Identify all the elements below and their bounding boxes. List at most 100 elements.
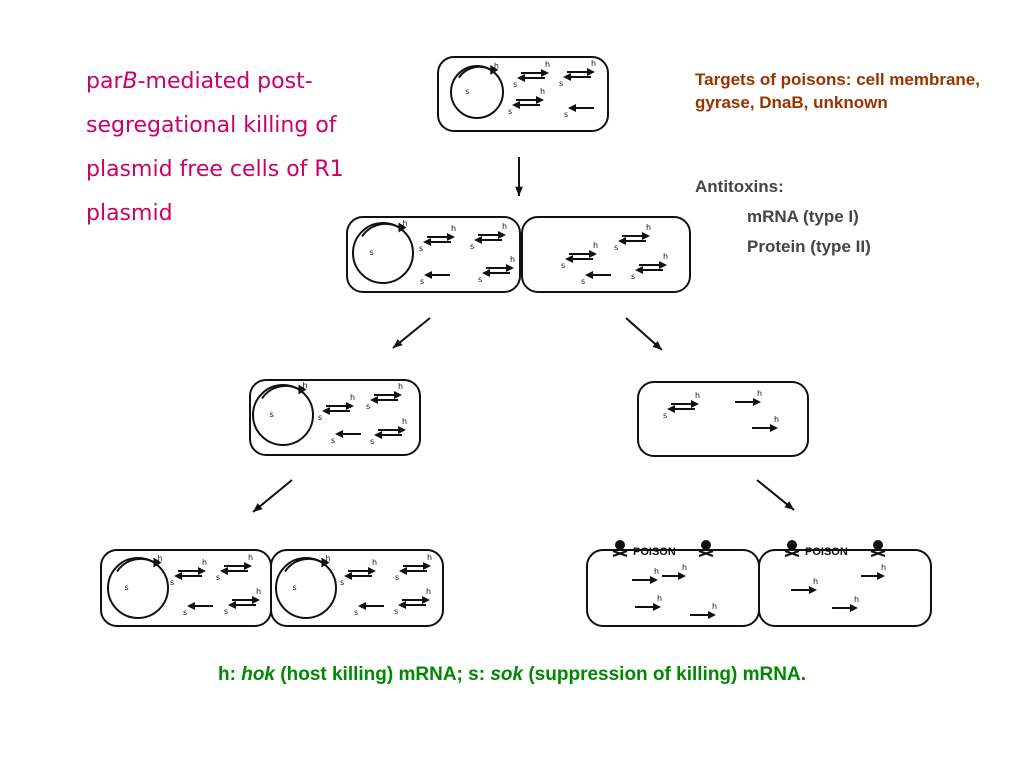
sok-s-label: s <box>340 578 344 587</box>
sok-s-label: s <box>564 110 568 119</box>
hok-arrowhead <box>653 603 661 611</box>
plasmid-arrowhead <box>490 64 499 75</box>
sok-s-label: s <box>395 573 399 582</box>
hok-arrowhead <box>877 572 885 580</box>
sok-arrowhead <box>618 237 626 245</box>
plasmid-circle <box>352 222 414 284</box>
crossbone-icon <box>870 550 886 557</box>
sok-s-label: s <box>366 402 370 411</box>
hok-h-label: h <box>256 587 261 596</box>
sok-s-label: s <box>559 79 563 88</box>
skull-icon <box>873 540 883 550</box>
cell-outline <box>249 379 421 456</box>
plasmid-arrowhead <box>153 557 162 568</box>
cell-outline <box>346 216 521 293</box>
caption-sok-desc: (suppression of killing) mRNA. <box>523 664 806 685</box>
plasmid-h-label: h <box>158 554 163 563</box>
hok-arrowhead <box>346 402 354 410</box>
hok-arrowhead <box>659 261 667 269</box>
hok-arrowhead <box>678 572 686 580</box>
plasmid-h-label: h <box>403 219 408 228</box>
antitoxin-type-2: Protein (type II) <box>747 237 871 256</box>
sok-arrowhead <box>667 405 675 413</box>
sok-s-label: s <box>170 578 174 587</box>
hok-h-label: h <box>372 558 377 567</box>
sok-arrowhead <box>423 238 431 246</box>
plasmid-h-label: h <box>303 381 308 390</box>
hok-arrowhead <box>642 232 650 240</box>
lineage-arrowhead <box>652 340 662 350</box>
sok-arrowhead <box>228 601 236 609</box>
sok-arrowhead <box>424 271 432 279</box>
plasmid-s-label: s <box>370 248 374 257</box>
hok-h-label: h <box>657 594 662 603</box>
sok-s-label: s <box>478 275 482 284</box>
plasmid-s-label: s <box>125 583 129 592</box>
hok-arrowhead <box>498 231 506 239</box>
sok-arrowhead <box>565 255 573 263</box>
sok-arrowhead <box>358 602 366 610</box>
plasmid-transcript <box>284 557 323 573</box>
sok-arrowhead <box>322 407 330 415</box>
hok-h-label: h <box>591 59 596 68</box>
cell-outline <box>521 216 691 293</box>
sok-arrowhead <box>398 601 406 609</box>
hok-arrowhead <box>809 586 817 594</box>
lineage-arrowhead <box>253 503 263 512</box>
sok-arrowhead <box>512 101 520 109</box>
hok-h-label: h <box>540 87 545 96</box>
hok-h-label: h <box>545 60 550 69</box>
hok-arrowhead <box>244 562 252 570</box>
hok-h-label: h <box>427 553 432 562</box>
hok-h-label: h <box>502 222 507 231</box>
sok-s-label: s <box>183 608 187 617</box>
sok-s-label: s <box>370 437 374 446</box>
poison-label-left: POISON <box>633 546 676 558</box>
hok-arrowhead <box>541 69 549 77</box>
sok-arrowhead <box>563 73 571 81</box>
hok-h-label: h <box>510 255 515 264</box>
sok-arrowhead <box>635 266 643 274</box>
sok-arrowhead <box>568 104 576 112</box>
sok-arrowhead <box>344 572 352 580</box>
crossbone-icon <box>784 550 800 557</box>
hok-h-label: h <box>757 389 762 398</box>
hok-arrowhead <box>650 576 658 584</box>
sok-arrowhead <box>187 602 195 610</box>
hok-h-label: h <box>663 252 668 261</box>
sok-arrowhead <box>220 567 228 575</box>
poison-label-right: POISON <box>805 546 848 558</box>
hok-h-label: h <box>593 241 598 250</box>
sok-s-label: s <box>419 244 423 253</box>
hok-arrowhead <box>589 250 597 258</box>
hok-h-label: h <box>646 223 651 232</box>
hok-arrowhead <box>252 596 260 604</box>
sok-arrowhead <box>585 271 593 279</box>
plasmid-h-label: h <box>494 62 499 71</box>
antitoxins-heading: Antitoxins: <box>695 177 784 196</box>
hok-h-label: h <box>774 415 779 424</box>
crossbone-icon <box>612 550 628 557</box>
plasmid-arrowhead <box>298 384 307 395</box>
plasmid-circle <box>107 557 169 619</box>
sok-arrowhead <box>482 269 490 277</box>
hok-arrowhead <box>691 400 699 408</box>
plasmid-s-label: s <box>465 87 469 96</box>
lineage-arrowhead <box>784 501 794 510</box>
caption-hok: hok <box>241 664 275 685</box>
plasmid-arrowhead <box>398 222 407 233</box>
sok-arrowhead <box>374 431 382 439</box>
hok-h-label: h <box>682 563 687 572</box>
plasmid-s-label: s <box>270 410 274 419</box>
title-italic: B <box>122 69 138 94</box>
title-rest: -mediated post-segregational killing of … <box>86 69 344 226</box>
hok-arrowhead <box>753 398 761 406</box>
sok-s-label: s <box>631 272 635 281</box>
lineage-arrowhead <box>515 186 523 196</box>
hok-h-label: h <box>854 595 859 604</box>
hok-h-label: h <box>202 558 207 567</box>
caption-h-prefix: h: <box>218 664 242 685</box>
hok-h-label: h <box>654 567 659 576</box>
hok-h-label: h <box>881 563 886 572</box>
